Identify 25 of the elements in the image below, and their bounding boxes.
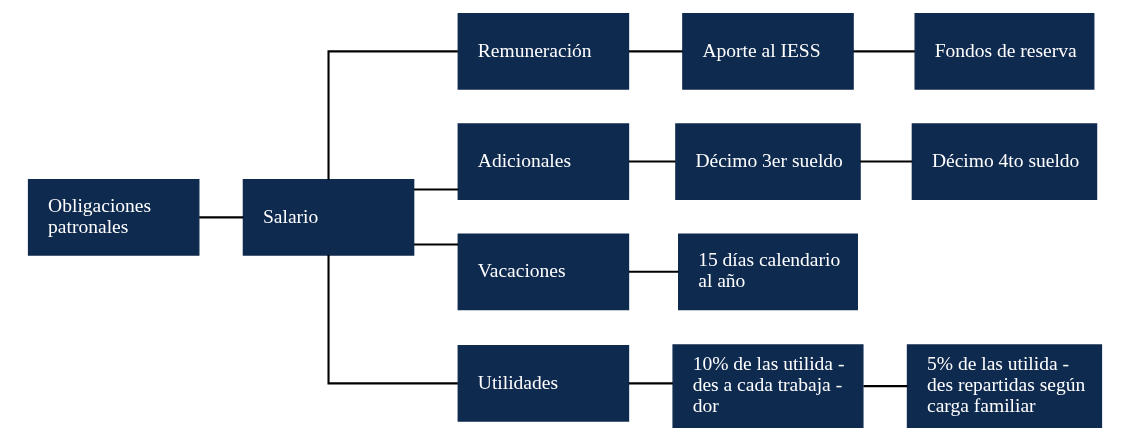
node-box: Remuneración [457,13,629,90]
connector [628,50,683,53]
connector [628,270,679,273]
connector [859,160,912,163]
connector [628,382,673,385]
node-box: Vacaciones [457,233,629,311]
node-box: Fondos de reserva [913,13,1094,90]
connector [863,385,907,388]
connector [327,50,458,180]
node-box: Salario [242,179,414,256]
connector [413,188,458,191]
node-box: Obligaciones patronales [27,179,199,256]
connector [413,243,458,246]
node-box: Aporte al IESS [681,13,854,90]
node-box: Utilidades [457,345,629,422]
node-box: 15 días calendario al año [677,233,858,311]
connector [198,216,243,219]
node-box: Décimo 4to sueldo [911,123,1097,200]
node-box: 10% de las utilida - des a cada trabaja - dor [671,344,864,428]
connector [327,255,458,385]
node-box: Adicionales [457,123,629,200]
connector [852,50,915,53]
node-box: 5% de las utilida - des repartidas según carga familiar [906,344,1102,428]
node-box: Décimo 3er sueldo [674,123,861,200]
connector [628,160,676,163]
